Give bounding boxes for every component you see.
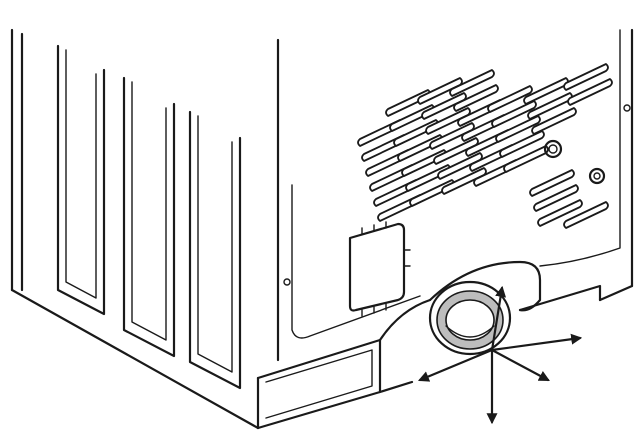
louver-slot: [491, 100, 537, 128]
louver-slot: [529, 169, 575, 197]
louver-slot: [449, 69, 495, 97]
louver-slot: [563, 63, 609, 91]
move-direction-arrows-icon: [417, 285, 583, 425]
base-kick-plate: [256, 284, 602, 430]
louver-slot: [453, 84, 499, 112]
rear-panel-ports: [543, 139, 606, 185]
side-panel-ribs: [20, 32, 242, 390]
louver-slot: [567, 78, 613, 106]
vent-louvers: [357, 63, 613, 229]
louver-slot: [563, 201, 609, 229]
access-plate: [348, 221, 411, 317]
louver-slot: [537, 199, 583, 227]
louver-slot: [533, 184, 579, 212]
louver-slot: [487, 85, 533, 113]
louver-slot: [495, 115, 541, 143]
cabinet-outline: [10, 28, 634, 430]
louver-slot: [499, 130, 545, 158]
exhaust-duct: [428, 260, 542, 356]
louver-slot: [531, 107, 577, 135]
